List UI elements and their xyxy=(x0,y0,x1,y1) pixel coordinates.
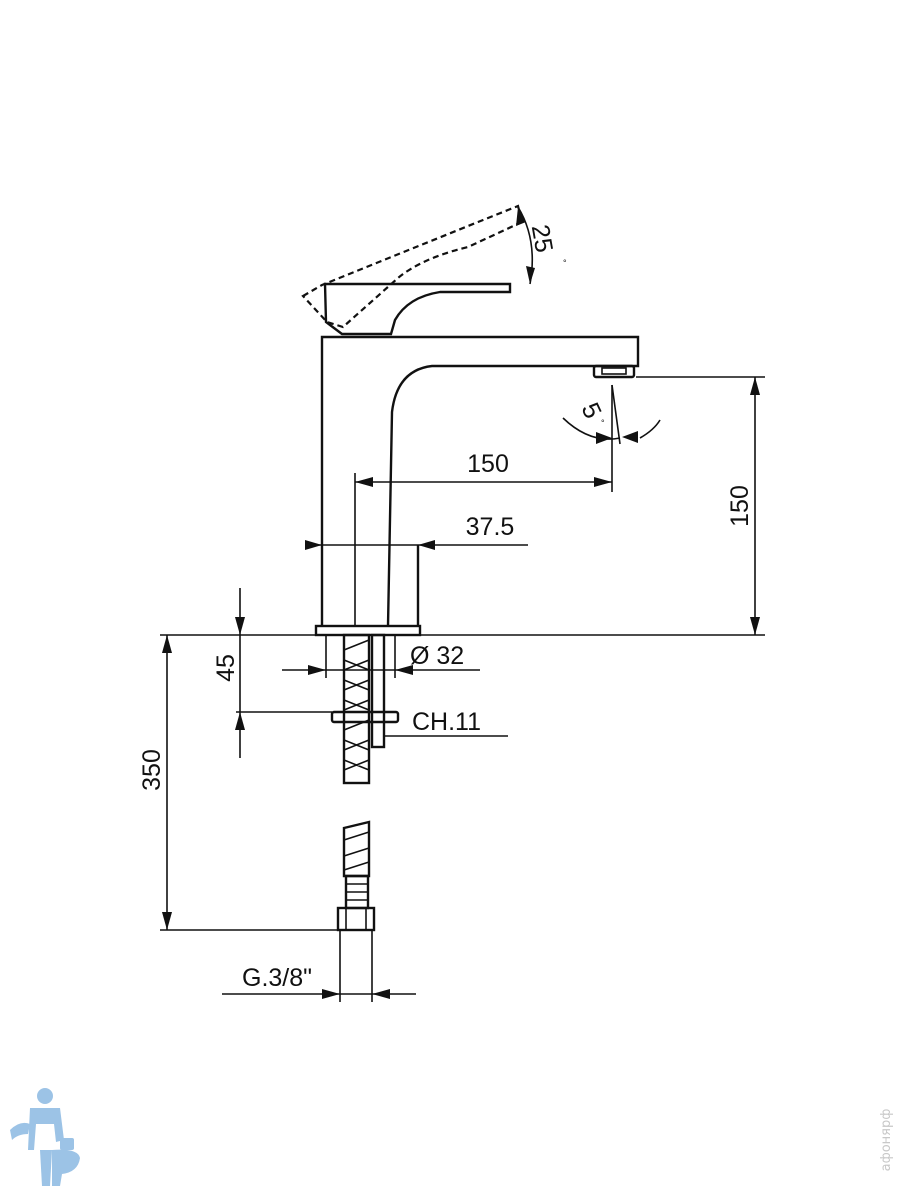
faucet-body xyxy=(314,335,640,637)
lever-angle-degree: ° xyxy=(563,258,567,268)
dimension-hose-length: 350 xyxy=(138,634,340,931)
hose-length-label: 350 xyxy=(138,749,166,791)
mounting-assembly xyxy=(330,633,400,932)
nut-size-label: CH.11 xyxy=(412,708,481,736)
dimension-body-width: 37.5 xyxy=(305,513,528,550)
dimension-connection-thread: G.3/8" xyxy=(222,930,416,1002)
angle-lever: 25 ° xyxy=(516,206,567,285)
spout-reach-label: 150 xyxy=(467,450,509,478)
dimension-mounting-thickness: 45 xyxy=(212,588,332,758)
watermark-text: афонярф xyxy=(879,1109,894,1172)
dimension-base-diameter: Ø 32 xyxy=(282,635,480,678)
spout-angle-degree: ° xyxy=(601,418,605,428)
lever-angle-label: 25 xyxy=(526,222,558,254)
base-diameter-label: Ø 32 xyxy=(410,642,464,670)
dimension-nut-size: CH.11 xyxy=(384,708,508,737)
connection-thread-label: G.3/8" xyxy=(242,964,312,992)
dimension-spout-height: 150 xyxy=(420,376,765,636)
plumber-logo-icon xyxy=(10,1088,80,1186)
spout-height-label: 150 xyxy=(726,485,754,527)
dimension-spout-reach: 150 xyxy=(354,385,613,626)
mounting-thickness-label: 45 xyxy=(212,654,240,682)
lever-handle xyxy=(301,204,524,336)
body-width-label: 37.5 xyxy=(466,513,515,541)
angle-spout: 5 ° xyxy=(562,384,661,445)
